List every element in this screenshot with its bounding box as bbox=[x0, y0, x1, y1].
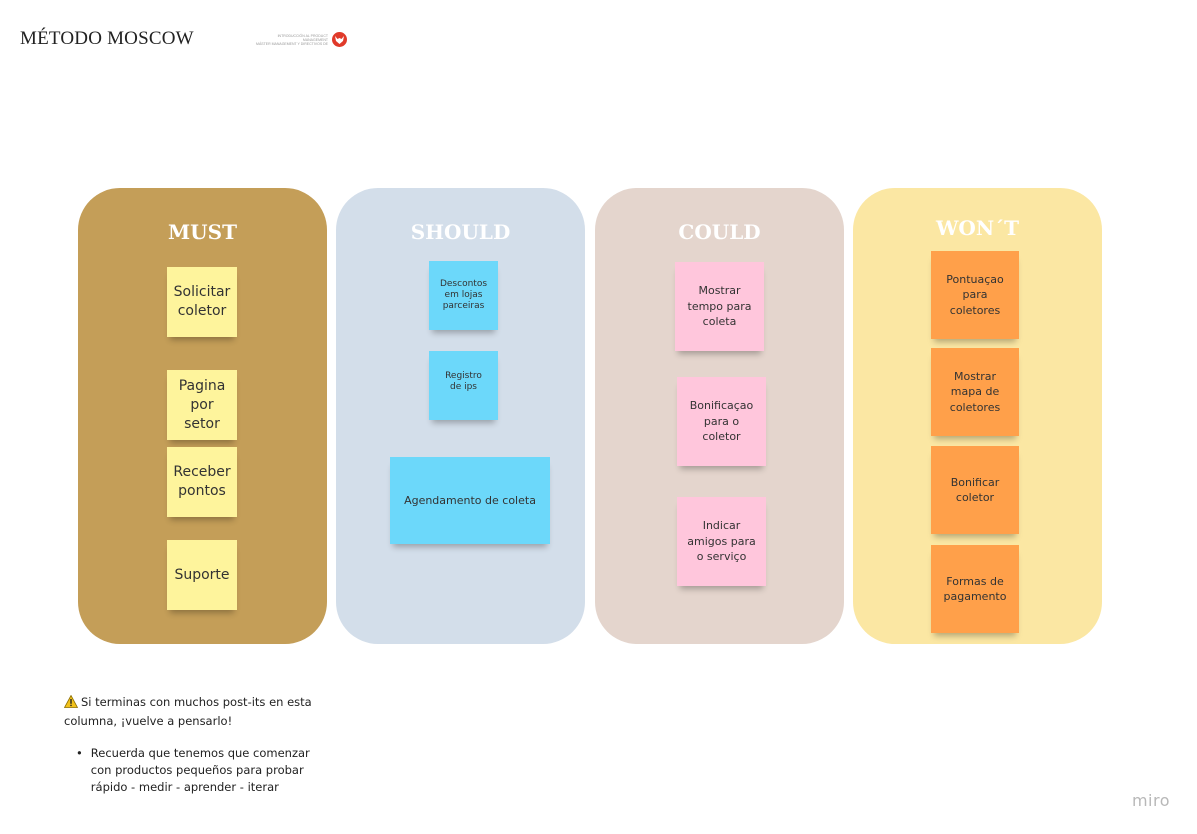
list-item: • Recuerda que tenemos que comenzar con … bbox=[76, 745, 326, 796]
sticky-note-text: Solicitar coletor bbox=[173, 284, 231, 319]
warning-text-block: Si terminas con muchos post-its en esta … bbox=[63, 694, 324, 730]
sticky-note-text: Indicar amigos para o serviço bbox=[687, 519, 756, 564]
sticky-note[interactable]: Descontos em lojas parceiras bbox=[429, 261, 498, 330]
sticky-note-text: Pagina por setor bbox=[178, 377, 226, 432]
sticky-note-text: Pontuaçao para coletores bbox=[946, 272, 1004, 317]
sticky-note-text: Bonificaçao para o coletor bbox=[689, 399, 754, 444]
sticky-note[interactable]: Pontuaçao para coletores bbox=[931, 251, 1019, 339]
logo-line-2: MÁSTER MANAGEMENT Y DIRECTIVOS DE bbox=[256, 41, 328, 46]
sticky-note[interactable]: Solicitar coletor bbox=[167, 267, 237, 337]
miro-watermark: miro bbox=[1131, 791, 1170, 810]
sticky-note-text: Bonificar coletor bbox=[950, 475, 1000, 505]
sticky-note-text: Registro de ips bbox=[445, 371, 482, 392]
sticky-note[interactable]: Suporte bbox=[167, 540, 237, 610]
sticky-note[interactable]: Indicar amigos para o serviço bbox=[677, 497, 766, 586]
bullet-text: Recuerda que tenemos que comenzar con pr… bbox=[90, 746, 310, 794]
sticky-note[interactable]: Bonificar coletor bbox=[931, 446, 1019, 534]
column-wont: WON´T Pontuaçao para coletores Mostrar m… bbox=[853, 188, 1102, 644]
column-header-could: COULD bbox=[678, 220, 761, 244]
column-header-wont: WON´T bbox=[935, 216, 1020, 240]
bullet-dot: • bbox=[76, 746, 83, 760]
sticky-note-text: Mostrar tempo para coleta bbox=[687, 284, 752, 329]
sticky-note-text: Suporte bbox=[174, 566, 230, 583]
sticky-note-text: Agendamento de coleta bbox=[404, 493, 536, 507]
column-header-should: SHOULD bbox=[410, 220, 511, 244]
sticky-note-text: Formas de pagamento bbox=[943, 574, 1007, 604]
warning-message: Si terminas con muchos post-its en esta … bbox=[64, 695, 312, 728]
logo-line-1: INTRODUCCIÓN AL PRODUCT MANAGEMENT bbox=[277, 33, 328, 42]
sticky-note[interactable]: Bonificaçao para o coletor bbox=[677, 377, 766, 466]
sticky-note-text: Receber pontos bbox=[173, 464, 231, 499]
board-title: MÉTODO MOSCOW bbox=[20, 28, 194, 49]
sticky-note[interactable]: Formas de pagamento bbox=[931, 545, 1019, 633]
sticky-note[interactable]: Mostrar tempo para coleta bbox=[675, 262, 764, 351]
brand-logo: INTRODUCCIÓN AL PRODUCT MANAGEMENT MÁSTE… bbox=[256, 32, 347, 47]
sticky-note-text: Descontos em lojas parceiras bbox=[439, 279, 488, 311]
column-must: MUST Solicitar coletor Pagina por setor … bbox=[78, 188, 327, 644]
sticky-note[interactable]: Registro de ips bbox=[429, 351, 498, 420]
sticky-note[interactable]: Receber pontos bbox=[167, 447, 237, 517]
column-should: SHOULD Descontos em lojas parceiras Regi… bbox=[336, 188, 585, 644]
column-could: COULD Mostrar tempo para coleta Bonifica… bbox=[595, 188, 844, 644]
sticky-note[interactable]: Mostrar mapa de coletores bbox=[931, 348, 1019, 436]
warning-icon bbox=[63, 694, 79, 713]
column-header-must: MUST bbox=[168, 220, 237, 244]
sticky-note[interactable]: Pagina por setor bbox=[167, 370, 237, 440]
sticky-note-text: Mostrar mapa de coletores bbox=[949, 369, 1001, 414]
sticky-note[interactable]: Agendamento de coleta bbox=[390, 457, 550, 544]
fox-icon bbox=[332, 32, 347, 47]
